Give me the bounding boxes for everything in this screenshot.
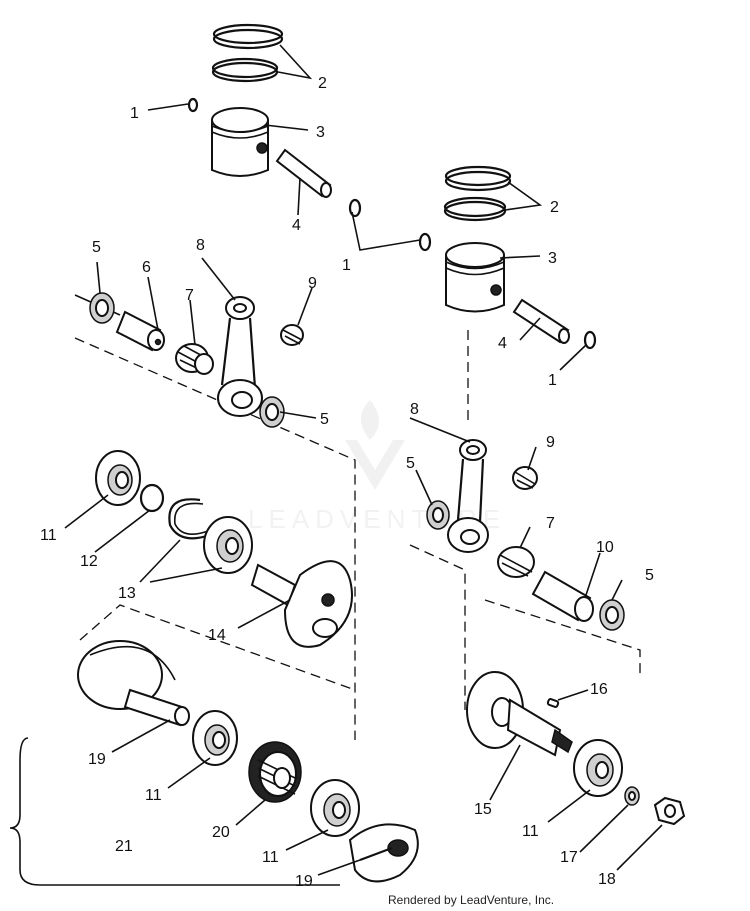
piston-pin-clip-left [187, 97, 199, 113]
callout-4: 4 [498, 335, 507, 352]
main-bearing-lower-right [573, 739, 623, 797]
callout-1: 1 [548, 372, 557, 389]
callout-4: 4 [292, 217, 301, 234]
callout-5: 5 [645, 567, 654, 584]
callout-numbers: 1 2 3 4 1 2 3 4 1 5 6 7 8 9 5 8 9 5 7 10… [40, 75, 654, 890]
assembly-bracket [9, 737, 340, 886]
callout-5: 5 [406, 455, 415, 472]
callout-17: 17 [560, 849, 578, 866]
callout-11: 11 [262, 849, 279, 866]
main-bearing-upper-left [95, 450, 141, 506]
thrust-washer-right-top [426, 500, 450, 530]
callout-11: 11 [522, 823, 539, 840]
callout-3: 3 [548, 250, 557, 267]
callout-12: 12 [80, 553, 98, 570]
callout-7: 7 [185, 287, 194, 304]
woodruff-key [546, 698, 560, 708]
callout-2: 2 [318, 75, 327, 92]
callout-1: 1 [342, 257, 351, 274]
leader-lines [64, 44, 663, 876]
connecting-rod-right [447, 439, 489, 553]
callout-6: 6 [142, 259, 151, 276]
callout-18: 18 [598, 871, 616, 888]
hex-nut [653, 796, 686, 826]
piston-ring-upper-right [443, 165, 512, 222]
connecting-rod-left [217, 296, 263, 417]
callout-5: 5 [92, 239, 101, 256]
main-bearing-lower-2 [310, 779, 360, 837]
callout-9: 9 [308, 275, 317, 292]
snap-ring-large [168, 498, 211, 540]
axis-line-right-lower [409, 544, 466, 710]
flywheel-crank-lower-left [77, 640, 190, 727]
callout-13: 13 [118, 585, 136, 602]
needle-bearing-right-big [497, 546, 535, 578]
pin-clip-pair [348, 198, 432, 252]
callout-8: 8 [196, 237, 205, 254]
crank-half-right [466, 671, 573, 757]
crankpin-right [531, 570, 594, 622]
main-bearing-middle [203, 516, 253, 574]
piston-left [211, 107, 269, 177]
callout-3: 3 [316, 124, 325, 141]
callout-5: 5 [320, 411, 329, 428]
thrust-washer-left-bottom [259, 396, 285, 428]
callout-15: 15 [474, 801, 492, 818]
axis-line-left-upper [74, 337, 356, 740]
main-bearing-lower-1 [192, 710, 238, 766]
piston-pin-left [275, 148, 332, 198]
callout-10: 10 [596, 539, 614, 556]
washer-lower-right [624, 786, 640, 806]
leadventure-watermark: LEADVENTURE [248, 400, 500, 534]
thrust-washer-right-bottom [599, 599, 625, 631]
callout-20: 20 [212, 824, 230, 841]
callout-7: 7 [546, 515, 555, 532]
needle-bearing-left-small [280, 324, 304, 346]
callout-2: 2 [550, 199, 559, 216]
callout-11: 11 [40, 527, 57, 544]
seal-labyrinth [248, 741, 302, 803]
needle-bearing-left-big [175, 343, 214, 375]
callout-1: 1 [130, 105, 139, 122]
render-credit: Rendered by LeadVenture, Inc. [388, 893, 555, 907]
callout-21: 21 [115, 838, 133, 855]
snap-ring-small [139, 483, 165, 513]
callout-8: 8 [410, 401, 419, 418]
thrust-washer-left-top [89, 292, 115, 324]
needle-bearing-right-small [512, 466, 538, 490]
callout-14: 14 [208, 627, 226, 644]
piston-pin-right [512, 298, 570, 344]
crank-half-upper [250, 560, 353, 648]
axis-line-right-bracket [484, 599, 641, 675]
crankpin-left [115, 310, 165, 352]
piston-ring-upper-left [211, 23, 284, 83]
piston-right [445, 242, 505, 313]
piston-pin-clip-right [583, 330, 597, 350]
callout-16: 16 [590, 681, 608, 698]
callout-11: 11 [145, 787, 162, 804]
callout-19: 19 [295, 873, 313, 890]
callout-9: 9 [546, 434, 555, 451]
axis-line-left-lower [79, 604, 356, 691]
crank-half-lower [348, 823, 419, 883]
callout-19: 19 [88, 751, 106, 768]
